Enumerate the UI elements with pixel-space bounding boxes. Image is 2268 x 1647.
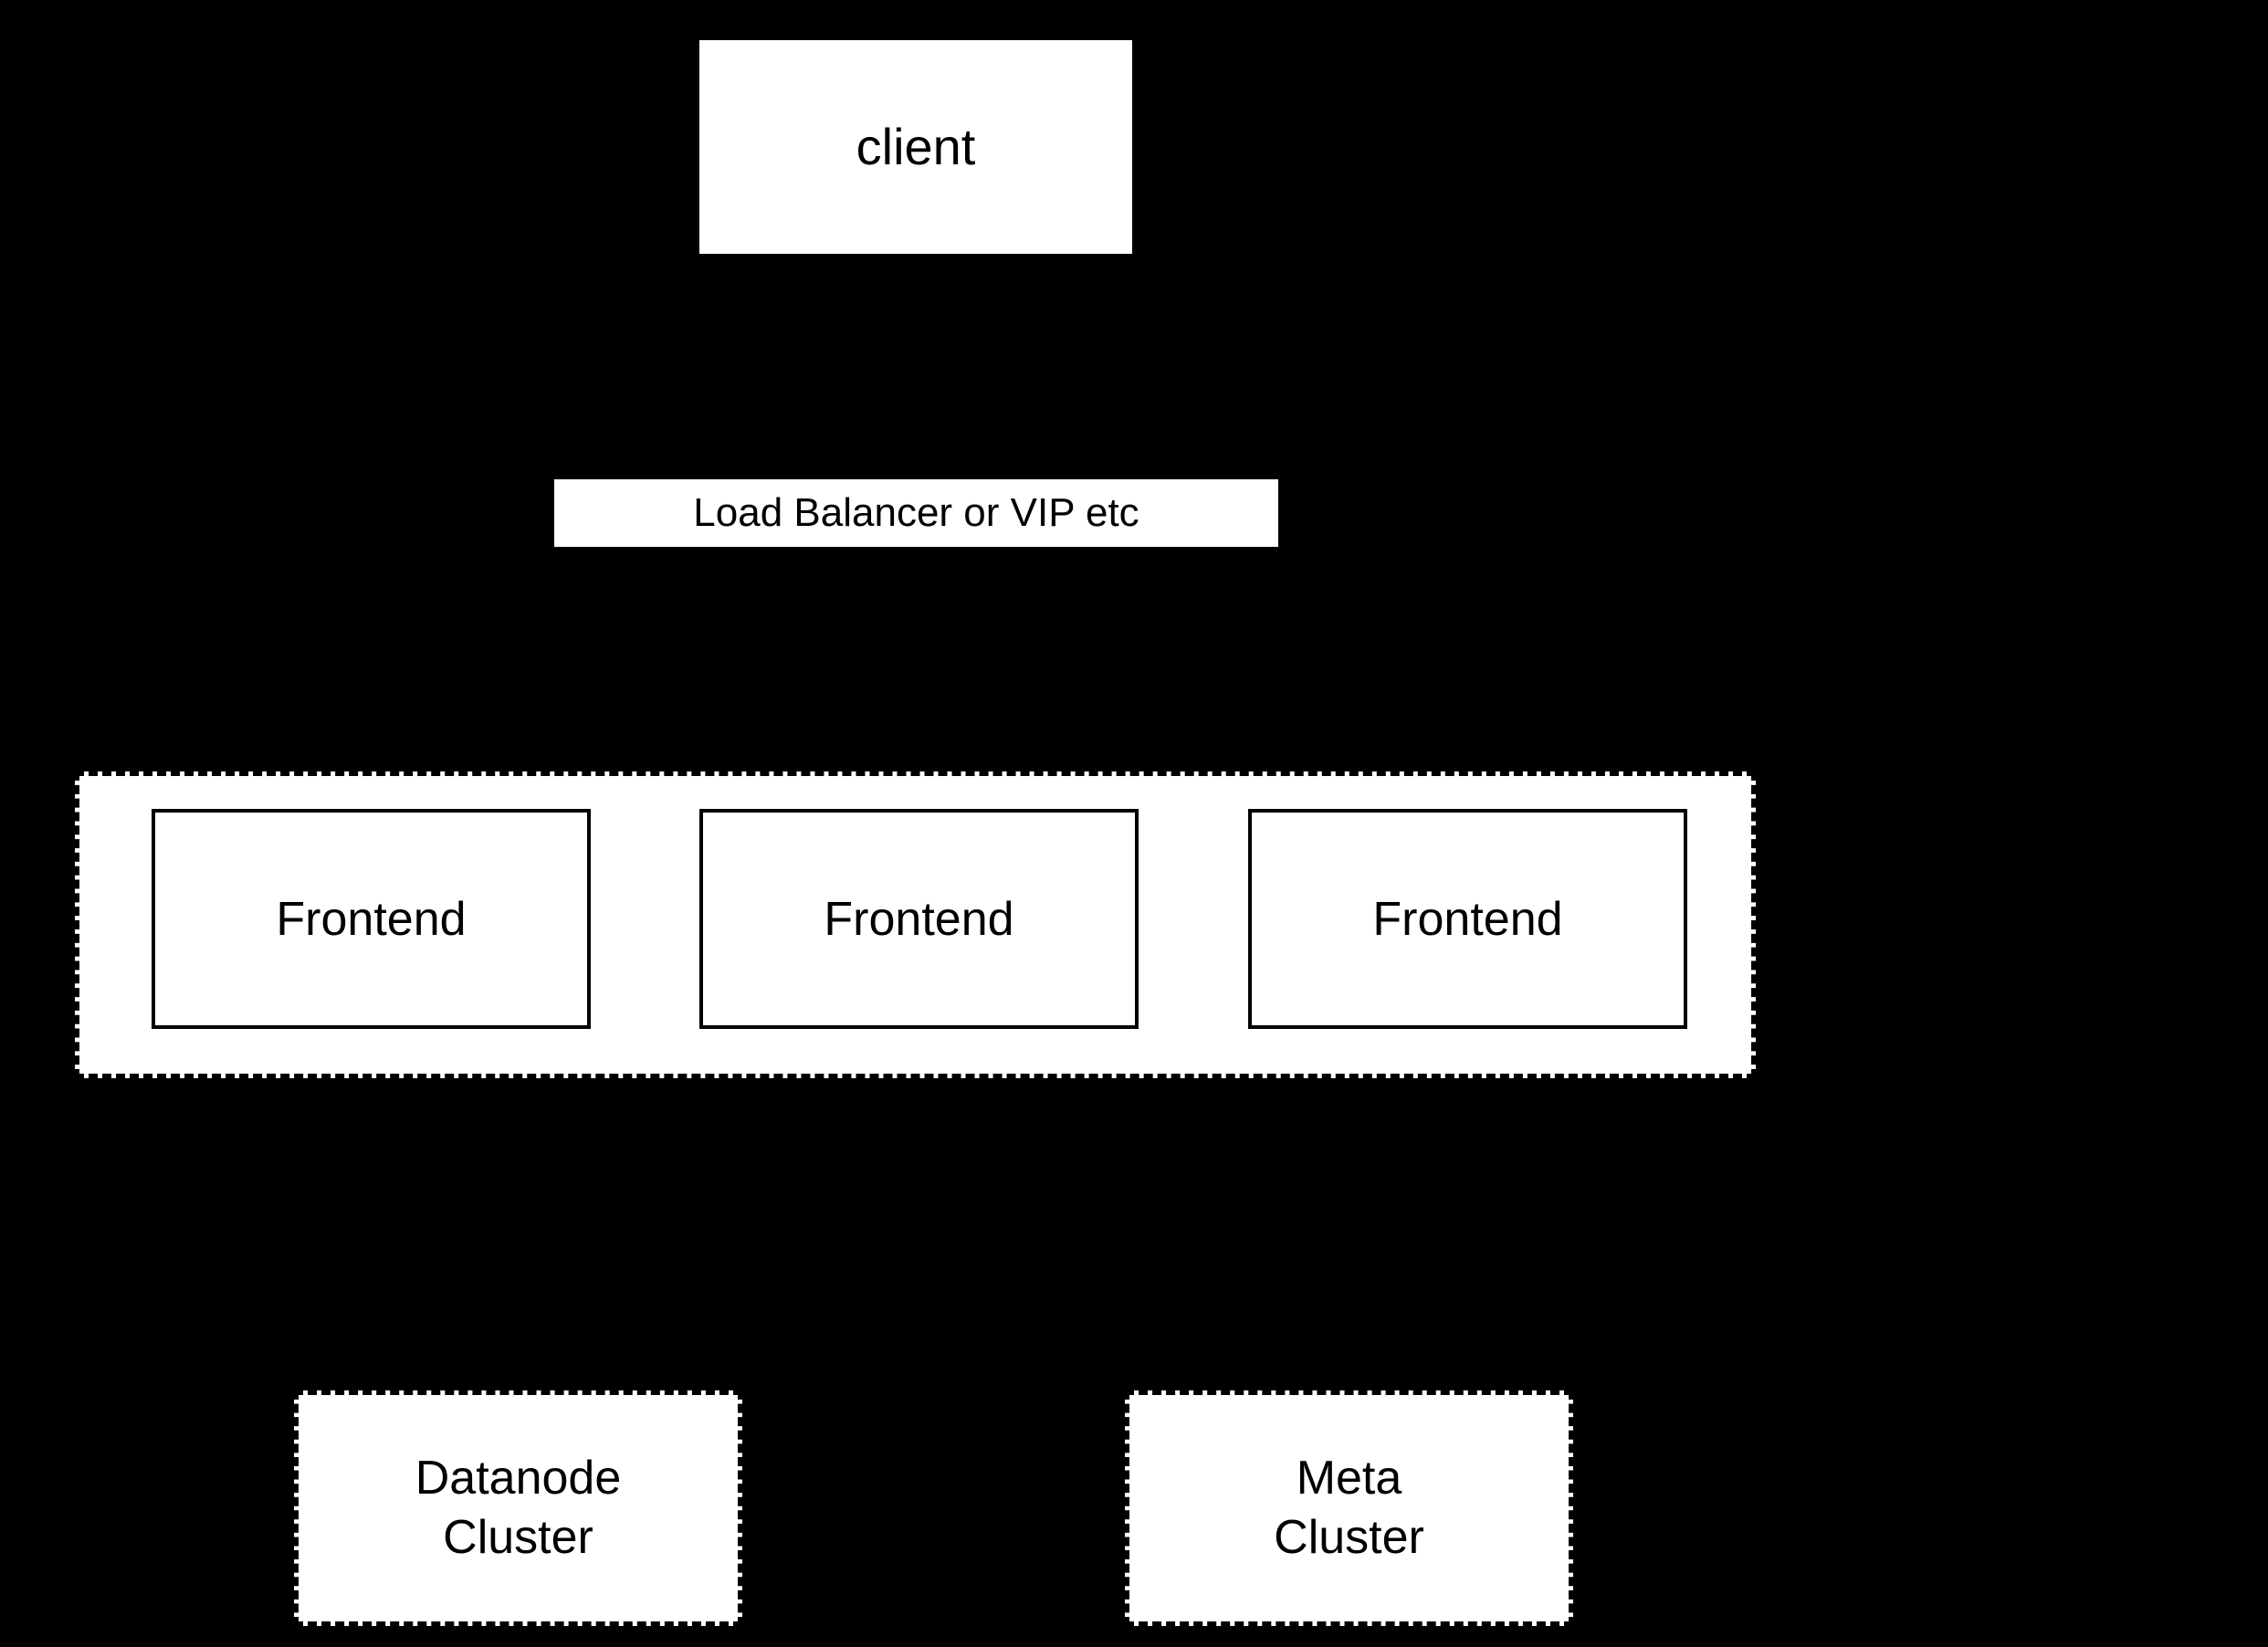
node-client-label: client (856, 117, 976, 175)
node-frontend-3-label: Frontend (1372, 892, 1563, 946)
node-load-balancer[interactable]: Load Balancer or VIP etc (554, 479, 1278, 547)
node-load-balancer-label: Load Balancer or VIP etc (693, 490, 1139, 536)
node-frontend-1-label: Frontend (276, 892, 467, 946)
node-frontend-1[interactable]: Frontend (152, 809, 591, 1029)
node-datanode-cluster[interactable]: Datanode Cluster (294, 1390, 742, 1626)
node-frontend-2-label: Frontend (824, 892, 1014, 946)
node-datanode-cluster-label-line2: Cluster (443, 1511, 593, 1564)
node-meta-cluster-label-line1: Meta (1296, 1452, 1402, 1505)
node-frontend-3[interactable]: Frontend (1248, 809, 1687, 1029)
node-datanode-cluster-label-line1: Datanode (415, 1452, 622, 1505)
node-meta-cluster[interactable]: Meta Cluster (1125, 1390, 1573, 1626)
group-frontend-cluster[interactable]: Frontend Frontend Frontend (75, 771, 1756, 1078)
node-client[interactable]: client (699, 40, 1132, 254)
node-meta-cluster-label-line2: Cluster (1274, 1511, 1424, 1564)
node-frontend-2[interactable]: Frontend (699, 809, 1139, 1029)
